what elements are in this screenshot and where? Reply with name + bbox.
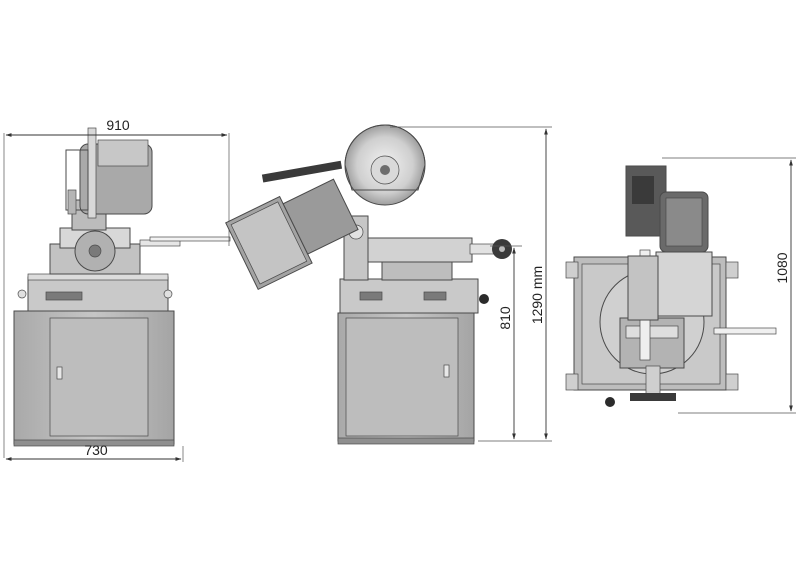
dim-label-1290: 1290 mm xyxy=(529,266,545,324)
top-handwheel xyxy=(630,393,676,401)
top-vise-jaw xyxy=(625,325,679,339)
top-vise xyxy=(619,317,685,369)
front-table-knob-left xyxy=(17,289,27,299)
top-view xyxy=(565,165,777,407)
dim-label-910: 910 xyxy=(106,117,130,133)
side-table-slot-right xyxy=(423,291,447,301)
top-bracket-bl xyxy=(565,373,579,391)
front-head-cover xyxy=(97,139,149,167)
front-feed-bar xyxy=(149,236,231,242)
front-view xyxy=(13,127,231,447)
front-door-handle xyxy=(56,366,63,380)
dim-top-depth: 1080 xyxy=(662,157,796,414)
top-vise-screw xyxy=(645,365,661,397)
side-view xyxy=(225,124,512,445)
top-saw-arm xyxy=(627,255,659,321)
top-bracket-tr xyxy=(725,261,739,279)
dim-label-1080: 1080 xyxy=(774,252,790,283)
side-motor-head xyxy=(225,178,359,291)
side-door-handle xyxy=(443,364,450,378)
dim-label-730: 730 xyxy=(84,442,108,458)
side-cabinet-door xyxy=(345,317,459,437)
top-table-knob xyxy=(605,397,615,407)
front-table-top xyxy=(27,273,169,281)
top-motor-fins xyxy=(665,197,703,247)
side-vise-body xyxy=(367,237,473,263)
top-gearbox xyxy=(655,251,713,317)
top-motor-box xyxy=(632,176,654,204)
top-bracket-br xyxy=(725,373,739,391)
side-vise-base xyxy=(381,259,453,281)
side-handle-bar xyxy=(261,160,343,183)
side-table-slot-left xyxy=(359,291,383,301)
side-table xyxy=(339,278,479,314)
front-table-slot xyxy=(45,291,83,301)
side-table-knob xyxy=(479,294,489,304)
dim-table-height: 810 xyxy=(478,245,552,442)
dim-top-width: 910 xyxy=(3,117,230,458)
front-blade-guard xyxy=(87,127,97,219)
dim-label-810: 810 xyxy=(497,306,513,330)
front-rotary-hub xyxy=(88,244,102,258)
dim-total-height: 1290 mm xyxy=(390,126,552,440)
front-handle-frame xyxy=(65,149,89,211)
front-cabinet-door xyxy=(49,317,149,437)
front-table-knob-right xyxy=(163,289,173,299)
top-bracket-tl xyxy=(565,261,579,279)
top-feed-bar xyxy=(713,327,777,335)
side-blade-guard xyxy=(344,124,426,191)
front-cabinet-foot xyxy=(13,439,175,447)
side-handwheel-hub xyxy=(499,246,505,252)
side-cabinet-foot xyxy=(337,437,475,445)
dim-base-width: 730 xyxy=(5,442,184,462)
front-handle xyxy=(67,189,77,215)
side-blade-arbor xyxy=(380,165,390,175)
